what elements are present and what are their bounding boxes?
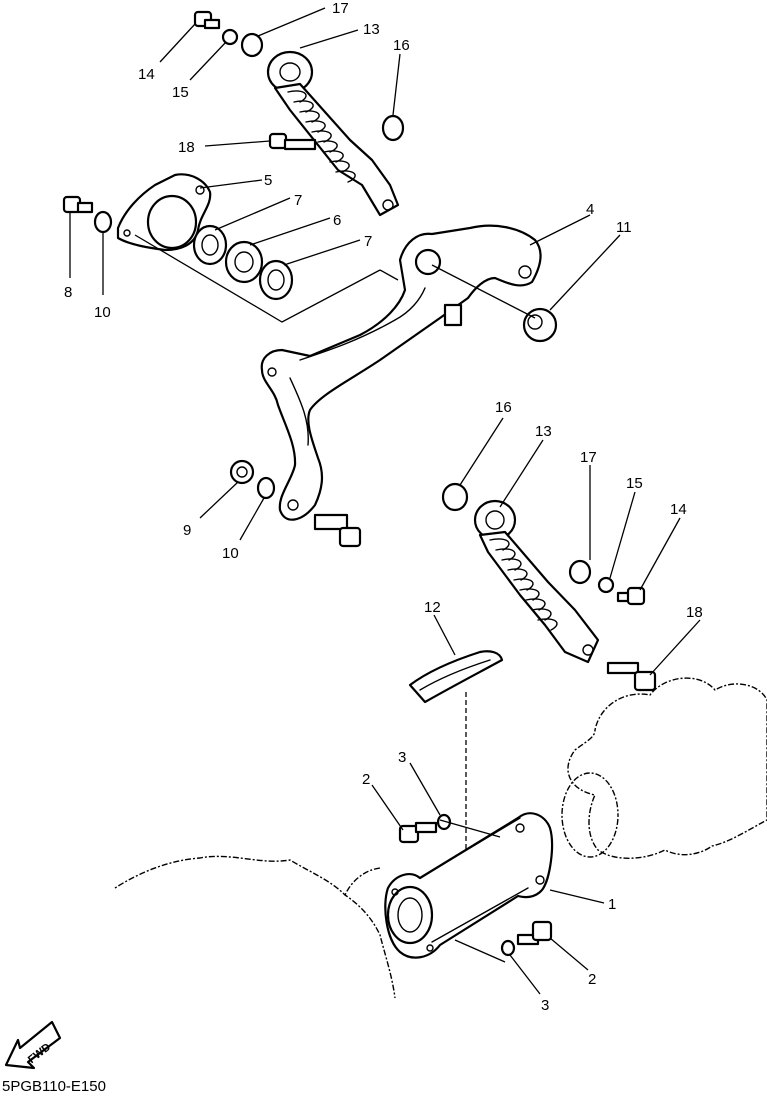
callout-18: 18 <box>178 139 195 156</box>
callout-15: 15 <box>172 84 189 101</box>
callout-16: 16 <box>495 399 512 416</box>
washer-16-upper <box>381 114 405 142</box>
callout-17: 17 <box>332 0 349 17</box>
bolt-2-lower <box>516 920 553 946</box>
callout-16: 16 <box>393 37 410 54</box>
bracket-5-boss <box>146 194 198 250</box>
bolt-18-upper <box>268 132 317 151</box>
callout-14: 14 <box>670 501 687 518</box>
bolt-2-upper <box>398 821 438 844</box>
callout-11: 11 <box>616 219 632 236</box>
pivot-bolt-lower <box>313 513 362 548</box>
rear-shock-absorber-lower <box>473 499 600 664</box>
callout-10: 10 <box>222 545 239 562</box>
callout-5: 5 <box>264 172 272 189</box>
washer-17-lower <box>568 559 592 585</box>
washer-10-lower <box>256 476 276 500</box>
callout-18: 18 <box>686 604 703 621</box>
callout-14: 14 <box>138 66 155 83</box>
bearing-7-left <box>192 224 228 266</box>
callout-12: 12 <box>424 599 441 616</box>
bolt-14-upper <box>193 10 221 30</box>
callout-7: 7 <box>364 233 372 250</box>
callout-15: 15 <box>626 475 643 492</box>
callout-2: 2 <box>588 971 596 988</box>
diagram-code: 5PGB110-E150 <box>2 1078 106 1095</box>
callout-13: 13 <box>535 423 552 440</box>
protector-plate-12 <box>408 650 504 704</box>
callout-10: 10 <box>94 304 111 321</box>
callout-3: 3 <box>541 997 549 1014</box>
rear-arm-4-pivot <box>414 248 442 276</box>
callout-2: 2 <box>362 771 370 788</box>
callout-17: 17 <box>580 449 597 466</box>
lock-washer-15-lower <box>597 576 615 594</box>
callout-9: 9 <box>183 522 191 539</box>
callout-4: 4 <box>586 201 594 218</box>
nut-9 <box>229 459 255 485</box>
callout-6: 6 <box>333 212 341 229</box>
frame-outline-lower <box>114 855 396 999</box>
bolt-14-lower <box>616 586 646 606</box>
washer-16-lower <box>441 482 469 512</box>
callout-13: 13 <box>363 21 380 38</box>
rear-arm-4 <box>260 224 542 521</box>
bracket-pipe-1 <box>384 812 554 959</box>
fwd-arrow-icon: FWD <box>4 1020 62 1070</box>
frame-outline-upper <box>344 867 381 896</box>
callout-7: 7 <box>294 192 302 209</box>
bolt-8 <box>62 195 94 214</box>
oil-seal-6 <box>224 240 264 284</box>
engine-case-outline <box>567 677 767 859</box>
washer-17-upper <box>240 32 264 58</box>
washer-3-upper <box>436 813 452 831</box>
washer-10-upper <box>93 210 113 234</box>
washer-3-lower <box>500 939 516 957</box>
rear-shock-absorber-upper <box>266 50 400 217</box>
bolt-18-lower <box>606 661 657 692</box>
callout-3: 3 <box>398 749 406 766</box>
engine-hub-outline <box>561 772 619 858</box>
callout-8: 8 <box>64 284 72 301</box>
bushing-11 <box>522 307 558 343</box>
callout-1: 1 <box>608 896 616 913</box>
bearing-7-right <box>258 259 294 301</box>
lock-washer-15-upper <box>221 28 239 46</box>
